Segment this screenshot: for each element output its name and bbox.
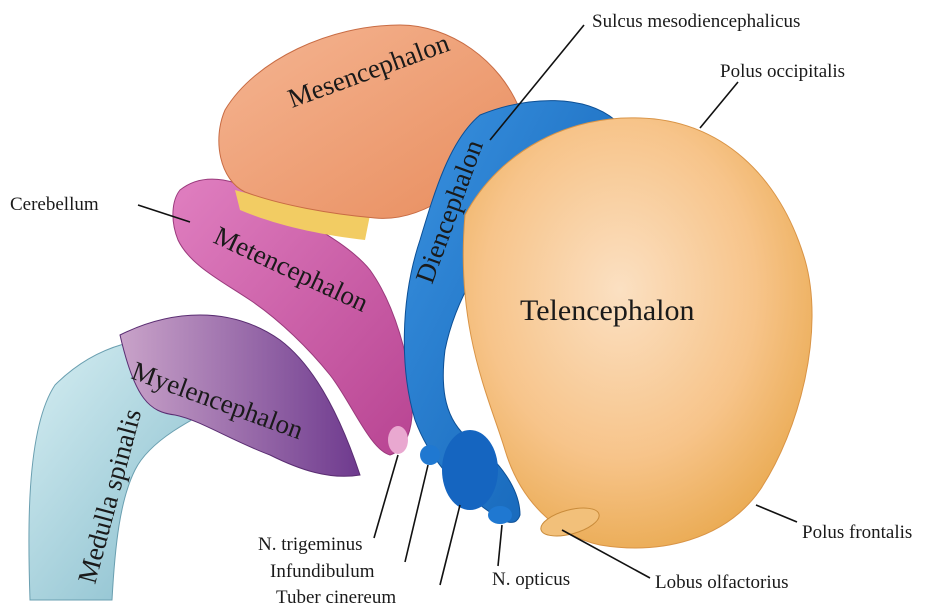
label-polus-frontalis: Polus frontalis (802, 522, 912, 543)
optic-nerve-shape (488, 506, 512, 524)
label-cerebellum: Cerebellum (10, 194, 99, 215)
trigeminus-shape (388, 426, 408, 454)
label-tuber-cinereum: Tuber cinereum (276, 587, 396, 608)
tuber-cinereum-shape (442, 430, 498, 510)
leader-tuber (440, 505, 460, 585)
label-n-opticus: N. opticus (492, 569, 570, 590)
leader-infundibulum (405, 465, 428, 562)
leader-polus-frontalis (756, 505, 797, 522)
leader-n-opticus (498, 525, 502, 566)
label-polus-occipitalis: Polus occipitalis (720, 61, 845, 82)
label-sulcus-mesodiencephalicus: Sulcus mesodiencephalicus (592, 11, 800, 32)
label-telencephalon: Telencephalon (520, 294, 694, 327)
telencephalon-shape (463, 118, 812, 548)
leader-trigeminus (374, 455, 398, 538)
label-infundibulum: Infundibulum (270, 561, 375, 582)
label-n-trigeminus: N. trigeminus (258, 534, 363, 555)
leader-polus-occipitalis (700, 82, 738, 128)
label-lobus-olfactorius: Lobus olfactorius (655, 572, 789, 593)
infundibulum-shape (420, 445, 440, 465)
